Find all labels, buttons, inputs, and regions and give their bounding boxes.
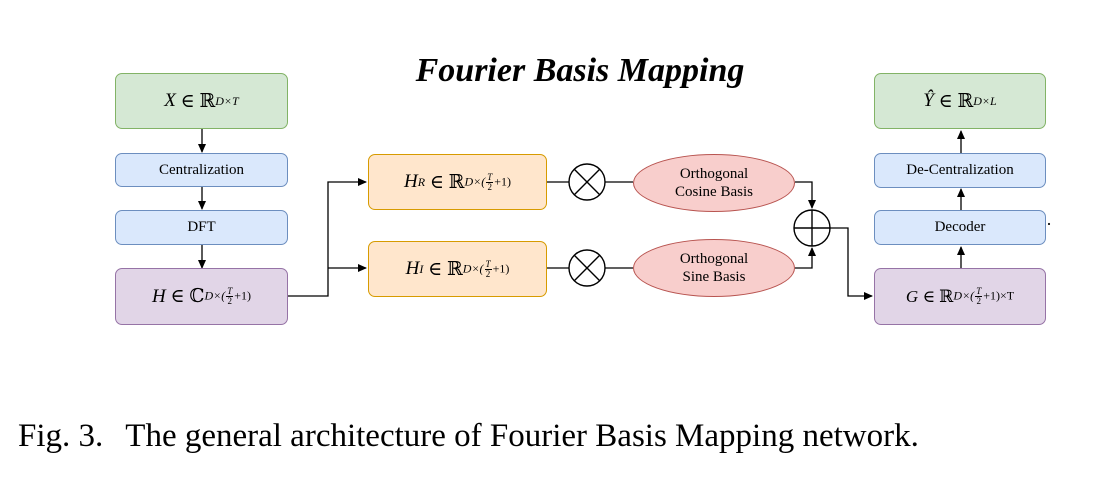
arrow-cosine-to-sum (795, 181, 816, 209)
diagram-title: Fourier Basis Mapping (415, 52, 745, 89)
caption-text: The general architecture of Fourier Basi… (125, 418, 919, 454)
overflow-dots: · (1046, 214, 1052, 234)
arrow-sine-to-sum (795, 247, 816, 269)
decoder-node: Decoder (874, 210, 1046, 245)
arrow-sum-to-mapped (830, 227, 873, 300)
decentralization-node: De-Centralization (874, 153, 1046, 188)
caption-label: Fig. 3. (18, 418, 104, 454)
dft-node: DFT (115, 210, 288, 245)
centralization-node: Centralization (115, 153, 288, 187)
figure-caption: Fig. 3. The general architecture of Fouri… (18, 418, 1108, 455)
arrow-spectrum-to-real (288, 178, 367, 297)
